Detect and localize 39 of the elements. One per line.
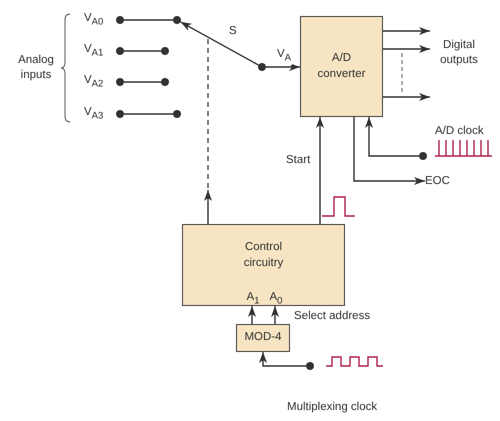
arrow xyxy=(180,21,259,66)
arrow xyxy=(383,27,430,35)
arrow xyxy=(383,93,430,101)
arrow xyxy=(271,306,279,324)
terminal-dot xyxy=(161,47,169,55)
arrow xyxy=(353,117,425,185)
arrow xyxy=(365,117,419,157)
connector-line xyxy=(124,19,173,21)
arrow xyxy=(383,45,430,53)
input-label: V$_{A1}$ xyxy=(84,42,104,60)
edge-label: V$_{A}$ xyxy=(276,47,292,66)
terminal-dot xyxy=(258,63,266,71)
arrow xyxy=(259,352,306,367)
terminal-dot xyxy=(306,362,314,370)
clock-label: A/D clock xyxy=(435,124,484,139)
pin-label: A$_{1}$ xyxy=(243,288,263,306)
block-box: Control circuitry A$_{1}$ A$_{0}$ xyxy=(182,224,345,306)
text-label: Analog inputs xyxy=(17,53,55,83)
block-box: A/D converter xyxy=(300,16,383,117)
terminal-dot xyxy=(173,110,181,118)
block-box: MOD-4 xyxy=(236,324,290,352)
connector-line xyxy=(124,50,161,52)
connector-line xyxy=(124,81,161,83)
arrow xyxy=(266,63,300,71)
input-label: V$_{A0}$ xyxy=(84,10,104,30)
terminal-dot xyxy=(161,78,169,86)
pin-label: A$_{0}$ xyxy=(266,288,286,306)
arrow xyxy=(248,306,256,324)
connector-line xyxy=(124,113,173,115)
output-label: Digital outputs xyxy=(432,26,486,102)
input-label: V$_{A2}$ xyxy=(84,72,104,92)
output-label: EOC xyxy=(425,174,455,188)
input-label: V$_{A3}$ xyxy=(84,104,104,124)
arrow xyxy=(316,117,324,224)
text-label: Select address xyxy=(294,309,370,324)
clock-label: Multiplexing clock xyxy=(287,400,378,415)
arrow xyxy=(204,190,212,224)
terminal-dot xyxy=(173,16,181,24)
terminal-dot xyxy=(419,152,427,160)
